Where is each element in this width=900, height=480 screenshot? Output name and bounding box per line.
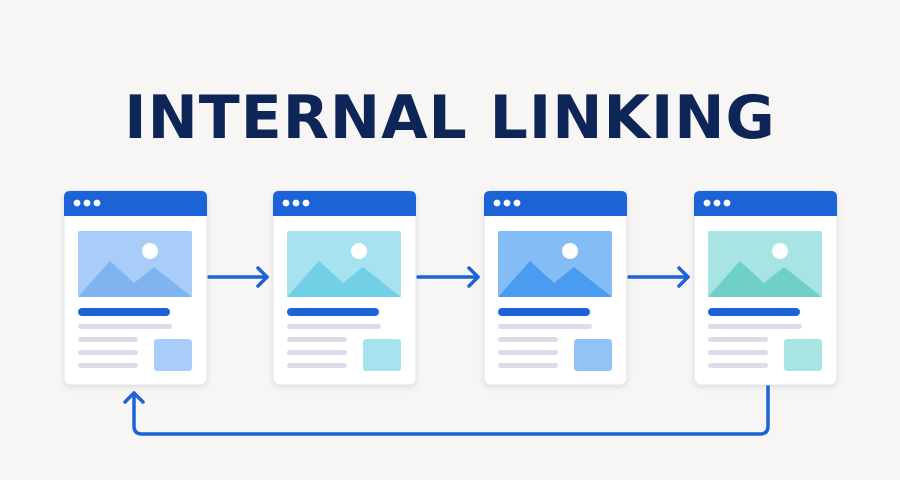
window-dot-icon bbox=[302, 199, 310, 207]
window-dot-icon bbox=[493, 199, 501, 207]
text-line bbox=[498, 363, 558, 368]
text-line bbox=[287, 350, 347, 355]
window-dot-icon bbox=[723, 199, 731, 207]
arrow-head bbox=[677, 266, 690, 288]
mountain-shape bbox=[287, 261, 401, 297]
webpage-card bbox=[693, 190, 838, 386]
text-line bbox=[287, 363, 347, 368]
window-dot-icon bbox=[513, 199, 521, 207]
text-line bbox=[287, 337, 347, 342]
browser-bar bbox=[694, 191, 837, 216]
browser-bar bbox=[64, 191, 207, 216]
thumbnail-square bbox=[154, 339, 192, 371]
mountain-shape bbox=[498, 261, 612, 297]
text-line bbox=[708, 363, 768, 368]
mountain-shape bbox=[78, 261, 192, 297]
sun-shape bbox=[562, 243, 578, 259]
window-dot-icon bbox=[93, 199, 101, 207]
text-line bbox=[498, 324, 592, 329]
webpage-card bbox=[63, 190, 208, 386]
return-arrow-path bbox=[132, 383, 770, 436]
sun-shape bbox=[772, 243, 788, 259]
browser-bar bbox=[484, 191, 627, 216]
browser-bar bbox=[273, 191, 416, 216]
link-arrow-icon bbox=[416, 266, 480, 288]
headline-line bbox=[78, 308, 170, 316]
arrow-head bbox=[256, 266, 269, 288]
arrow-head bbox=[467, 266, 480, 288]
window-dot-icon bbox=[292, 199, 300, 207]
window-dot-icon bbox=[282, 199, 290, 207]
text-line bbox=[78, 337, 138, 342]
webpage-card bbox=[483, 190, 628, 386]
link-arrow-icon bbox=[207, 266, 269, 288]
thumbnail-square bbox=[363, 339, 401, 371]
thumbnail-square bbox=[574, 339, 612, 371]
text-line bbox=[498, 337, 558, 342]
headline-line bbox=[498, 308, 590, 316]
link-arrow-icon bbox=[627, 266, 690, 288]
text-line bbox=[78, 363, 138, 368]
text-line bbox=[78, 324, 172, 329]
window-dot-icon bbox=[83, 199, 91, 207]
headline-line bbox=[708, 308, 800, 316]
text-line bbox=[708, 337, 768, 342]
link-arrow-icon bbox=[123, 383, 770, 436]
headline-line bbox=[287, 308, 379, 316]
text-line bbox=[708, 324, 802, 329]
window-dot-icon bbox=[713, 199, 721, 207]
sun-shape bbox=[142, 243, 158, 259]
text-line bbox=[287, 324, 381, 329]
image-placeholder-icon bbox=[78, 231, 192, 297]
arrow-head bbox=[123, 391, 145, 404]
sun-shape bbox=[351, 243, 367, 259]
page-title: INTERNAL LINKING bbox=[124, 83, 776, 153]
text-line bbox=[78, 350, 138, 355]
image-placeholder-icon bbox=[708, 231, 822, 297]
image-placeholder-icon bbox=[498, 231, 612, 297]
text-line bbox=[498, 350, 558, 355]
window-dot-icon bbox=[73, 199, 81, 207]
mountain-shape bbox=[708, 261, 822, 297]
window-dot-icon bbox=[503, 199, 511, 207]
image-placeholder-icon bbox=[287, 231, 401, 297]
window-dot-icon bbox=[703, 199, 711, 207]
thumbnail-square bbox=[784, 339, 822, 371]
webpage-card bbox=[272, 190, 417, 386]
text-line bbox=[708, 350, 768, 355]
